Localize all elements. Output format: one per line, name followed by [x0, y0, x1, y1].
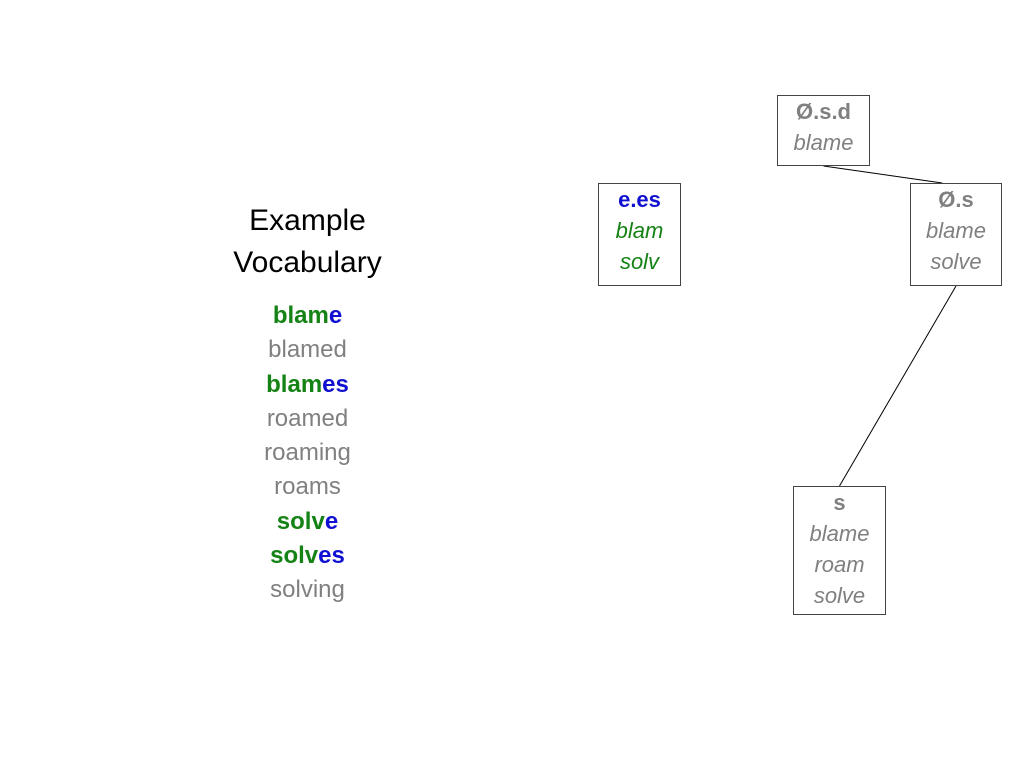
- vocabulary-word: solve: [190, 505, 425, 539]
- word-stem: blamed: [268, 336, 347, 364]
- node-stem: solve: [813, 583, 866, 608]
- word-stem: roams: [274, 473, 341, 501]
- node-null-s: Ø.s blame solve: [910, 183, 1002, 286]
- vocabulary-word: roams: [190, 470, 425, 504]
- node-signature: s: [833, 490, 846, 515]
- vocabulary-title: Example Vocabulary: [190, 200, 425, 284]
- vocabulary-word: solving: [190, 573, 425, 607]
- node-signature: Ø.s: [938, 187, 974, 212]
- vocabulary-word: blame: [190, 299, 425, 333]
- node-stem: roam: [814, 552, 865, 577]
- vocabulary-word: blames: [190, 368, 425, 402]
- node-stem: blam: [615, 218, 664, 243]
- word-suffix: es: [322, 370, 349, 398]
- node-signature: Ø.s.d: [795, 99, 851, 124]
- node-e-es: e.es blam solv: [598, 183, 681, 286]
- vocabulary-word: solves: [190, 539, 425, 573]
- node-stem: blame: [926, 218, 986, 243]
- word-stem: solv: [270, 542, 319, 570]
- edge-null-s-d-to-null-s: [823, 165, 943, 184]
- vocabulary-word: blamed: [190, 333, 425, 367]
- word-suffix: e: [324, 507, 339, 535]
- node-signature: e.es: [618, 187, 661, 212]
- node-stem: solv: [619, 249, 660, 274]
- vocabulary-word: roamed: [190, 402, 425, 436]
- node-s: s blame roam solve: [793, 486, 886, 615]
- word-stem: solving: [270, 576, 345, 604]
- node-stem: blame: [793, 130, 854, 155]
- word-stem: blam: [266, 370, 323, 398]
- node-stem: solve: [930, 249, 982, 274]
- vocabulary-title-line2: Vocabulary: [233, 246, 382, 279]
- word-stem: solv: [276, 507, 325, 535]
- word-suffix: es: [318, 542, 345, 570]
- word-stem: roaming: [264, 439, 351, 467]
- edge-null-s-to-s: [839, 285, 957, 487]
- vocabulary-title-line1: Example: [249, 204, 366, 237]
- word-suffix: e: [328, 302, 343, 329]
- node-stem: blame: [809, 521, 870, 546]
- word-stem: roamed: [266, 404, 349, 432]
- vocabulary-word: roaming: [190, 436, 425, 470]
- node-null-s-d: Ø.s.d blame: [777, 95, 870, 166]
- word-stem: blam: [272, 302, 329, 329]
